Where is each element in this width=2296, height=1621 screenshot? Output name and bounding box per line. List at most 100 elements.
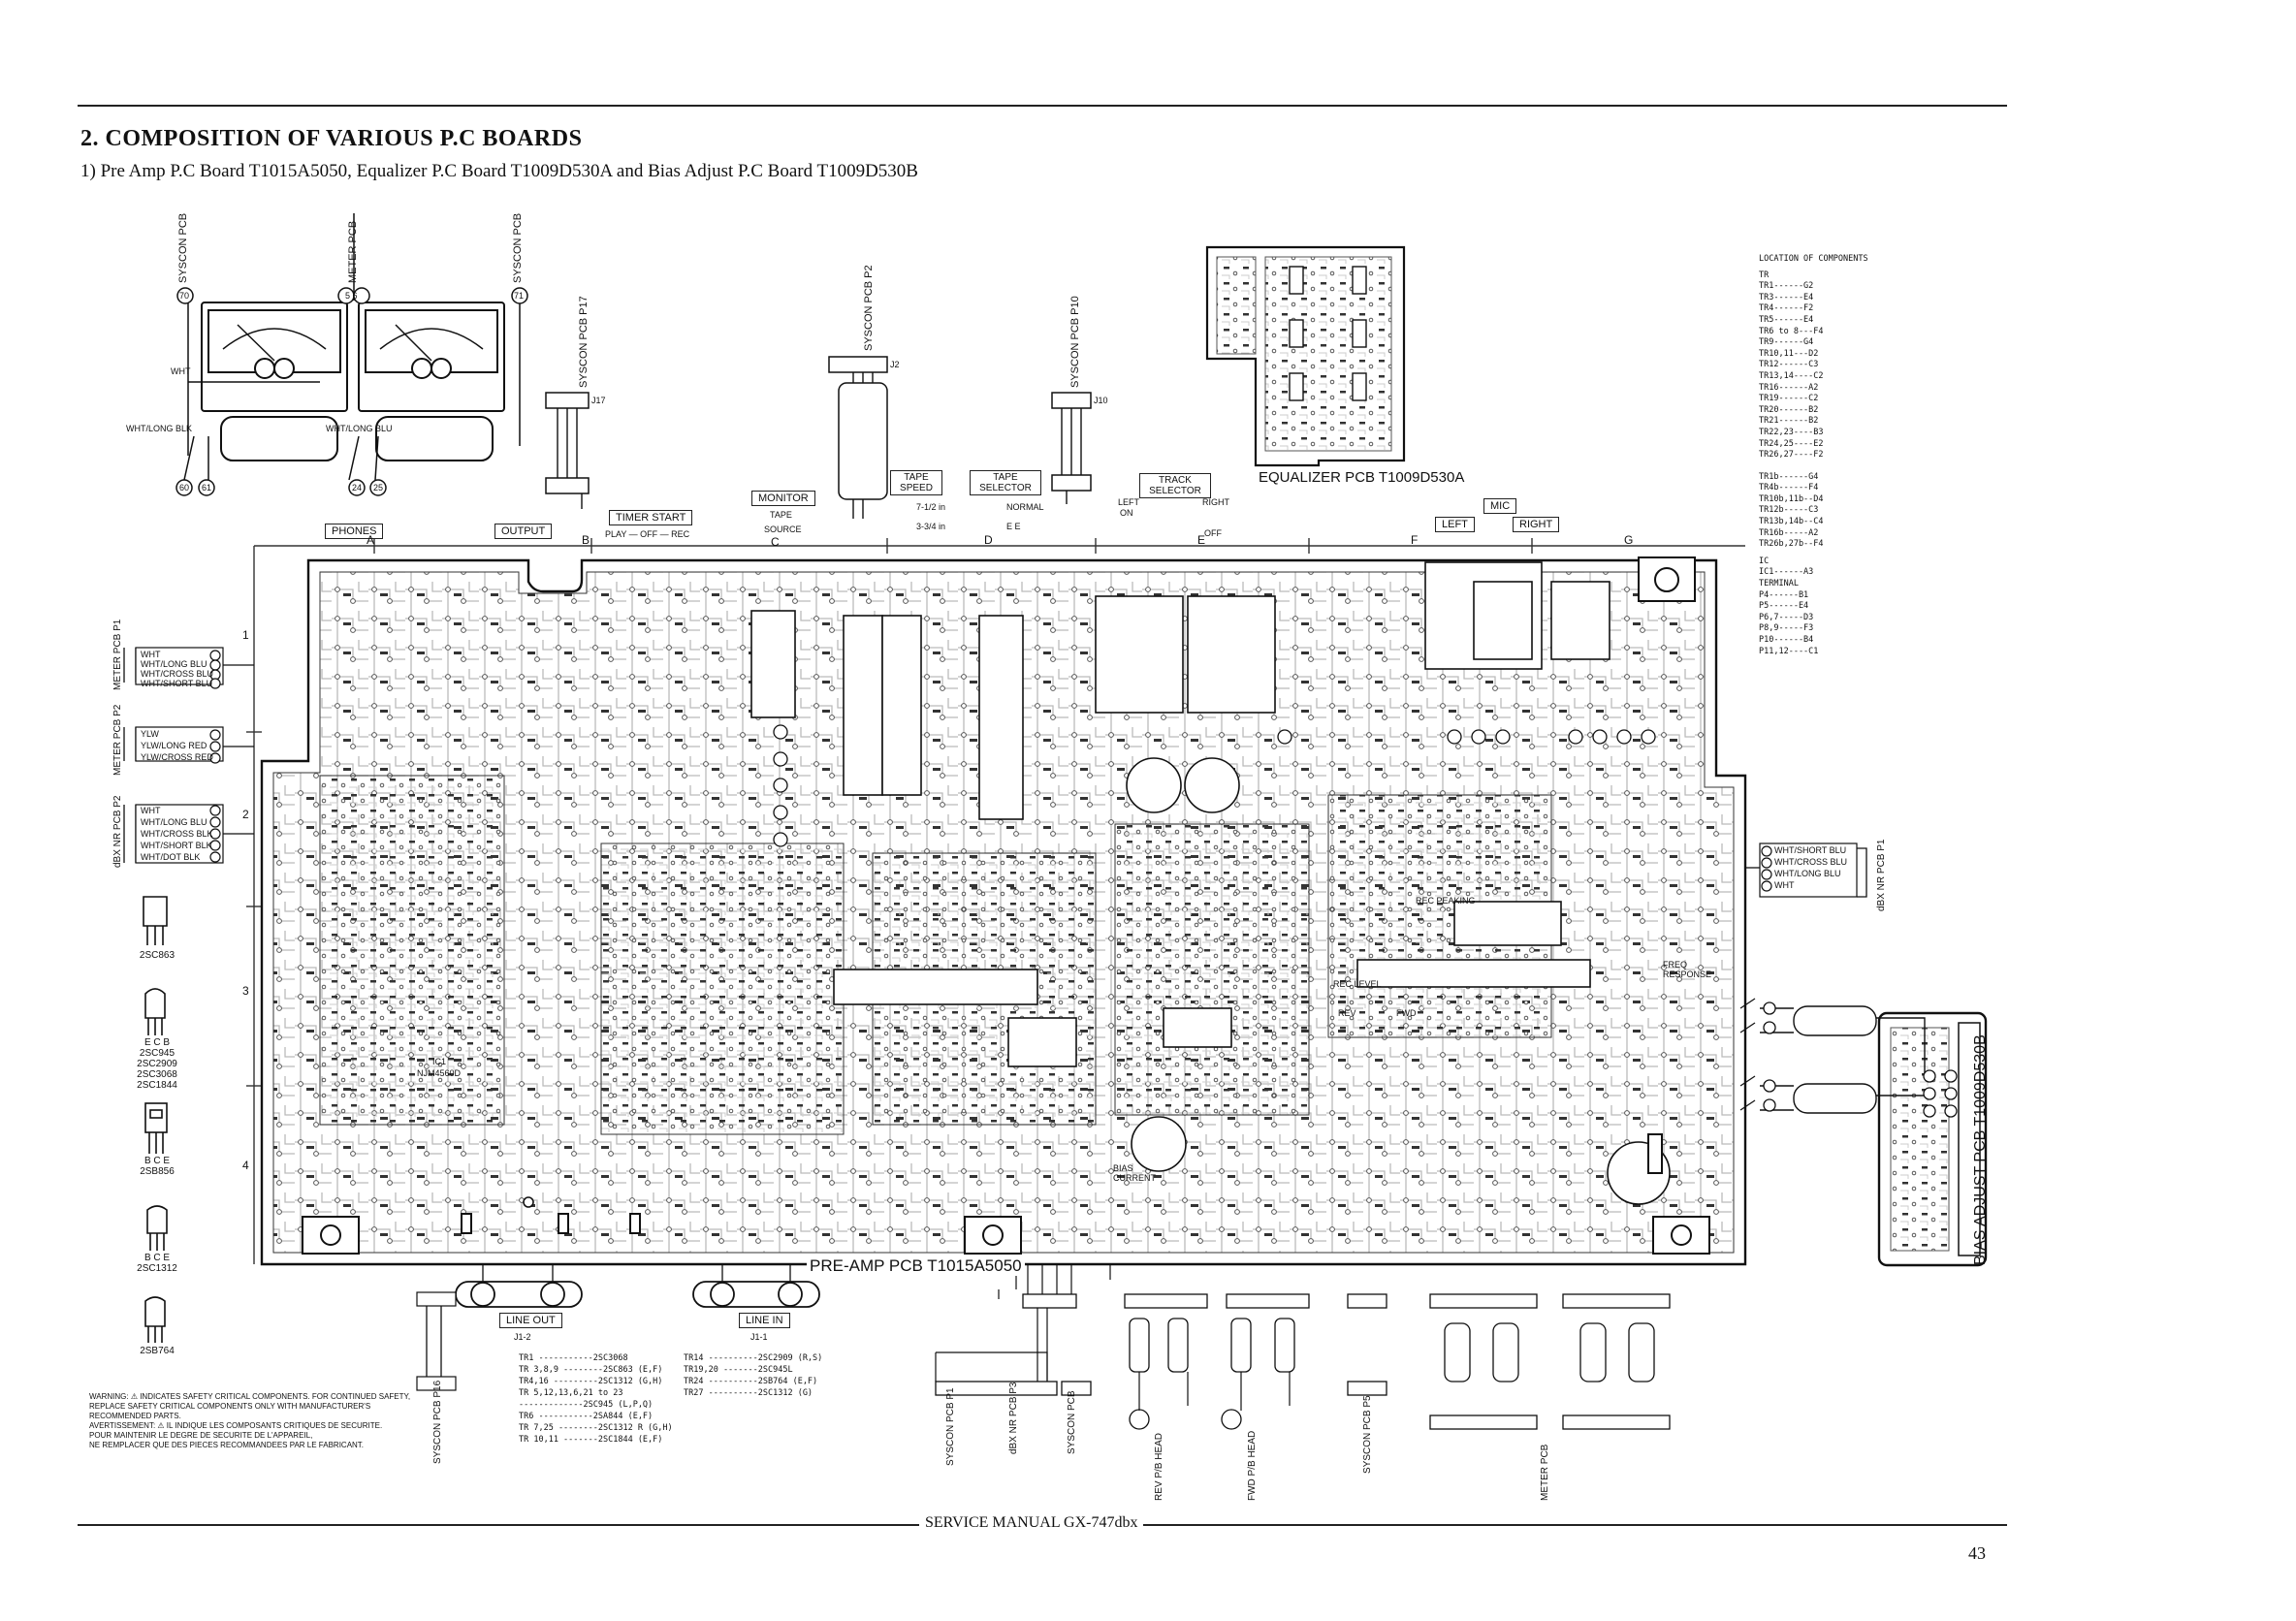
line-out-label: LINE OUT	[499, 1313, 562, 1328]
meter-p1-wire-1: WHT	[141, 650, 161, 659]
output-label: OUTPUT	[494, 524, 553, 539]
monitor-label: MONITOR	[751, 491, 815, 506]
line-in-label: LINE IN	[739, 1313, 790, 1328]
meter-p1-wire-4: WHT/SHORT BLU	[141, 679, 213, 688]
grid-row-2: 2	[242, 808, 249, 821]
meter-p1-wire-2: WHT/LONG BLU	[141, 659, 207, 669]
dbx-p2-wire-4: WHT/SHORT BLK	[141, 841, 212, 850]
dbx-p2-wire-3: WHT/CROSS BLK	[141, 829, 213, 839]
bias-adjust-board-label: BIAS ADJUST PCB T1009D530B	[1972, 1034, 1989, 1265]
meter-pin-60: 60	[179, 483, 190, 493]
bias-adjust-board	[1877, 1011, 1988, 1267]
dbx-p2-wire-5: WHT/DOT BLK	[141, 852, 201, 862]
syscon-pcb-70-label: SYSCON PCB	[177, 212, 189, 283]
mic-right-label: RIGHT	[1513, 517, 1560, 532]
speed-1: 7-1/2 in	[916, 502, 946, 512]
pre-amp-board-label: PRE-AMP PCB T1015A5050	[807, 1256, 1025, 1276]
syscon-pcb-71-label: SYSCON PCB	[512, 212, 524, 283]
transistor-package-2: E C B 2SC945 2SC2909 2SC3068 2SC1844	[137, 1037, 177, 1091]
track-on: ON	[1120, 508, 1133, 518]
equalizer-board-label: EQUALIZER PCB T1009D530A	[1259, 469, 1465, 486]
selector-ee: E E	[1006, 522, 1021, 531]
meter-pcb-pins: 5 6	[345, 291, 358, 301]
tr-table-2: TR14 ----------2SC2909 (R,S) TR19,20 ---…	[684, 1353, 823, 1398]
location-of-components: LOCATION OF COMPONENTS TR TR1------G2 TR…	[1759, 254, 1914, 657]
meter-pin-25: 25	[373, 483, 384, 493]
syscon-pcb-p10-label: SYSCON PCB P10	[1069, 296, 1081, 388]
meter-pcb-bottom-label: METER PCB	[1540, 1444, 1550, 1501]
footer-title: SERVICE MANUAL GX-747dbx	[919, 1514, 1144, 1532]
track-off: OFF	[1204, 528, 1222, 538]
syscon-pcb-p5-label: SYSCON PCB P5	[1362, 1395, 1373, 1474]
rec-peaking-mark: REC PEAKING	[1416, 896, 1476, 906]
page-number: 43	[1968, 1543, 1986, 1563]
bias-current-mark: BIAS CURRENT	[1113, 1163, 1156, 1183]
selector-normal: NORMAL	[1006, 502, 1044, 512]
meter-p1-wire-3: WHT/CROSS BLU	[141, 669, 214, 679]
rev-mark: REV	[1338, 1008, 1356, 1018]
meter-p2-wire-3: YLW/CROSS RED	[141, 752, 213, 762]
transistor-package-4: B C E 2SC1312	[137, 1253, 177, 1274]
vu-meters	[201, 302, 505, 412]
syscon-pcb-70-pins: 70	[179, 291, 190, 301]
grid-row-4: 4	[242, 1159, 249, 1172]
rec-level-mark: REC LEVEL	[1333, 979, 1382, 989]
track-left: LEFT	[1118, 497, 1140, 507]
dbx-nr-pcb-p1-label: dBX NR PCB P1	[1876, 839, 1887, 911]
ic1-mark: IC1	[432, 1057, 447, 1066]
syscon-pcb-71-pins: 71	[514, 291, 525, 301]
safety-warning: WARNING: ⚠ INDICATES SAFETY CRITICAL COM…	[89, 1392, 411, 1449]
mic-label: MIC	[1483, 498, 1517, 514]
tape-selector-label: TAPE SELECTOR	[970, 470, 1041, 495]
syscon-pcb-p17-pins: J17	[591, 396, 606, 405]
meter-pcb-p1-label: METER PCB P1	[112, 619, 123, 690]
timer-start-label: TIMER START	[609, 510, 693, 525]
grid-col-e: E	[1197, 533, 1206, 547]
syscon-pcb-p17-label: SYSCON PCB P17	[578, 296, 590, 388]
transistor-package-5: 2SB764	[140, 1346, 175, 1356]
dbx-nr-pcb-p3-label: dBX NR PCB P3	[1008, 1382, 1019, 1454]
top-rule	[78, 105, 2007, 107]
grid-col-a: A	[367, 533, 375, 547]
meter-p2-wire-2: YLW/LONG RED	[141, 741, 207, 750]
fwd-mark: FWD	[1396, 1008, 1417, 1018]
meter-wire-left: WHT/LONG BLK	[126, 424, 193, 433]
monitor-tape: TAPE	[770, 510, 792, 520]
phones-label: PHONES	[325, 524, 384, 539]
rev-pb-head-label: REV P/B HEAD	[1154, 1432, 1164, 1501]
legend-title: LOCATION OF COMPONENTS	[1759, 254, 1868, 264]
freq-response-mark: FREQ RESPONSE	[1663, 960, 1712, 979]
grid-col-f: F	[1411, 533, 1419, 547]
grid-col-c: C	[771, 535, 780, 549]
meter-wire-white: WHT	[171, 366, 191, 376]
dbx-p2-wire-1: WHT	[141, 806, 161, 815]
track-right: RIGHT	[1202, 497, 1229, 507]
syscon-pcb-p1-label: SYSCON PCB P1	[945, 1387, 956, 1466]
syscon-pcb-p2-pins: J2	[890, 360, 900, 369]
dbx-p1-wire-2: WHT/CROSS BLU	[1774, 857, 1848, 867]
grid-row-1: 1	[242, 628, 249, 642]
syscon-pcb-label: SYSCON PCB	[1067, 1390, 1077, 1454]
syscon-pcb-p10-pins: J10	[1094, 396, 1108, 405]
dbx-p1-wire-1: WHT/SHORT BLU	[1774, 845, 1847, 855]
mic-left-label: LEFT	[1435, 517, 1475, 532]
grid-col-b: B	[582, 533, 590, 547]
section-title: 2. COMPOSITION OF VARIOUS P.C BOARDS	[80, 126, 583, 151]
meter-pcb-p2-label: METER PCB P2	[112, 704, 123, 776]
tr-table-1: TR1 -----------2SC3068 TR 3,8,9 --------…	[519, 1353, 673, 1445]
speed-2: 3-3/4 in	[916, 522, 946, 531]
line-out-jack: J1-2	[514, 1332, 531, 1342]
line-in-jack: J1-1	[750, 1332, 768, 1342]
dbx-p1-wire-4: WHT	[1774, 880, 1795, 890]
grid-col-g: G	[1624, 533, 1634, 547]
track-selector-label: TRACK SELECTOR	[1139, 473, 1211, 498]
transistor-package-3: B C E 2SB856	[140, 1156, 175, 1177]
subtitle: 1) Pre Amp P.C Board T1015A5050, Equaliz…	[80, 161, 918, 181]
meter-pin-61: 61	[202, 483, 212, 493]
timer-scale: PLAY — OFF — REC	[605, 529, 690, 539]
syscon-pcb-p16-label: SYSCON PCB P16	[432, 1380, 443, 1464]
meter-pcb-label: METER PCB	[347, 220, 359, 283]
grid-row-3: 3	[242, 984, 249, 998]
dbx-p2-wire-2: WHT/LONG BLU	[141, 817, 207, 827]
